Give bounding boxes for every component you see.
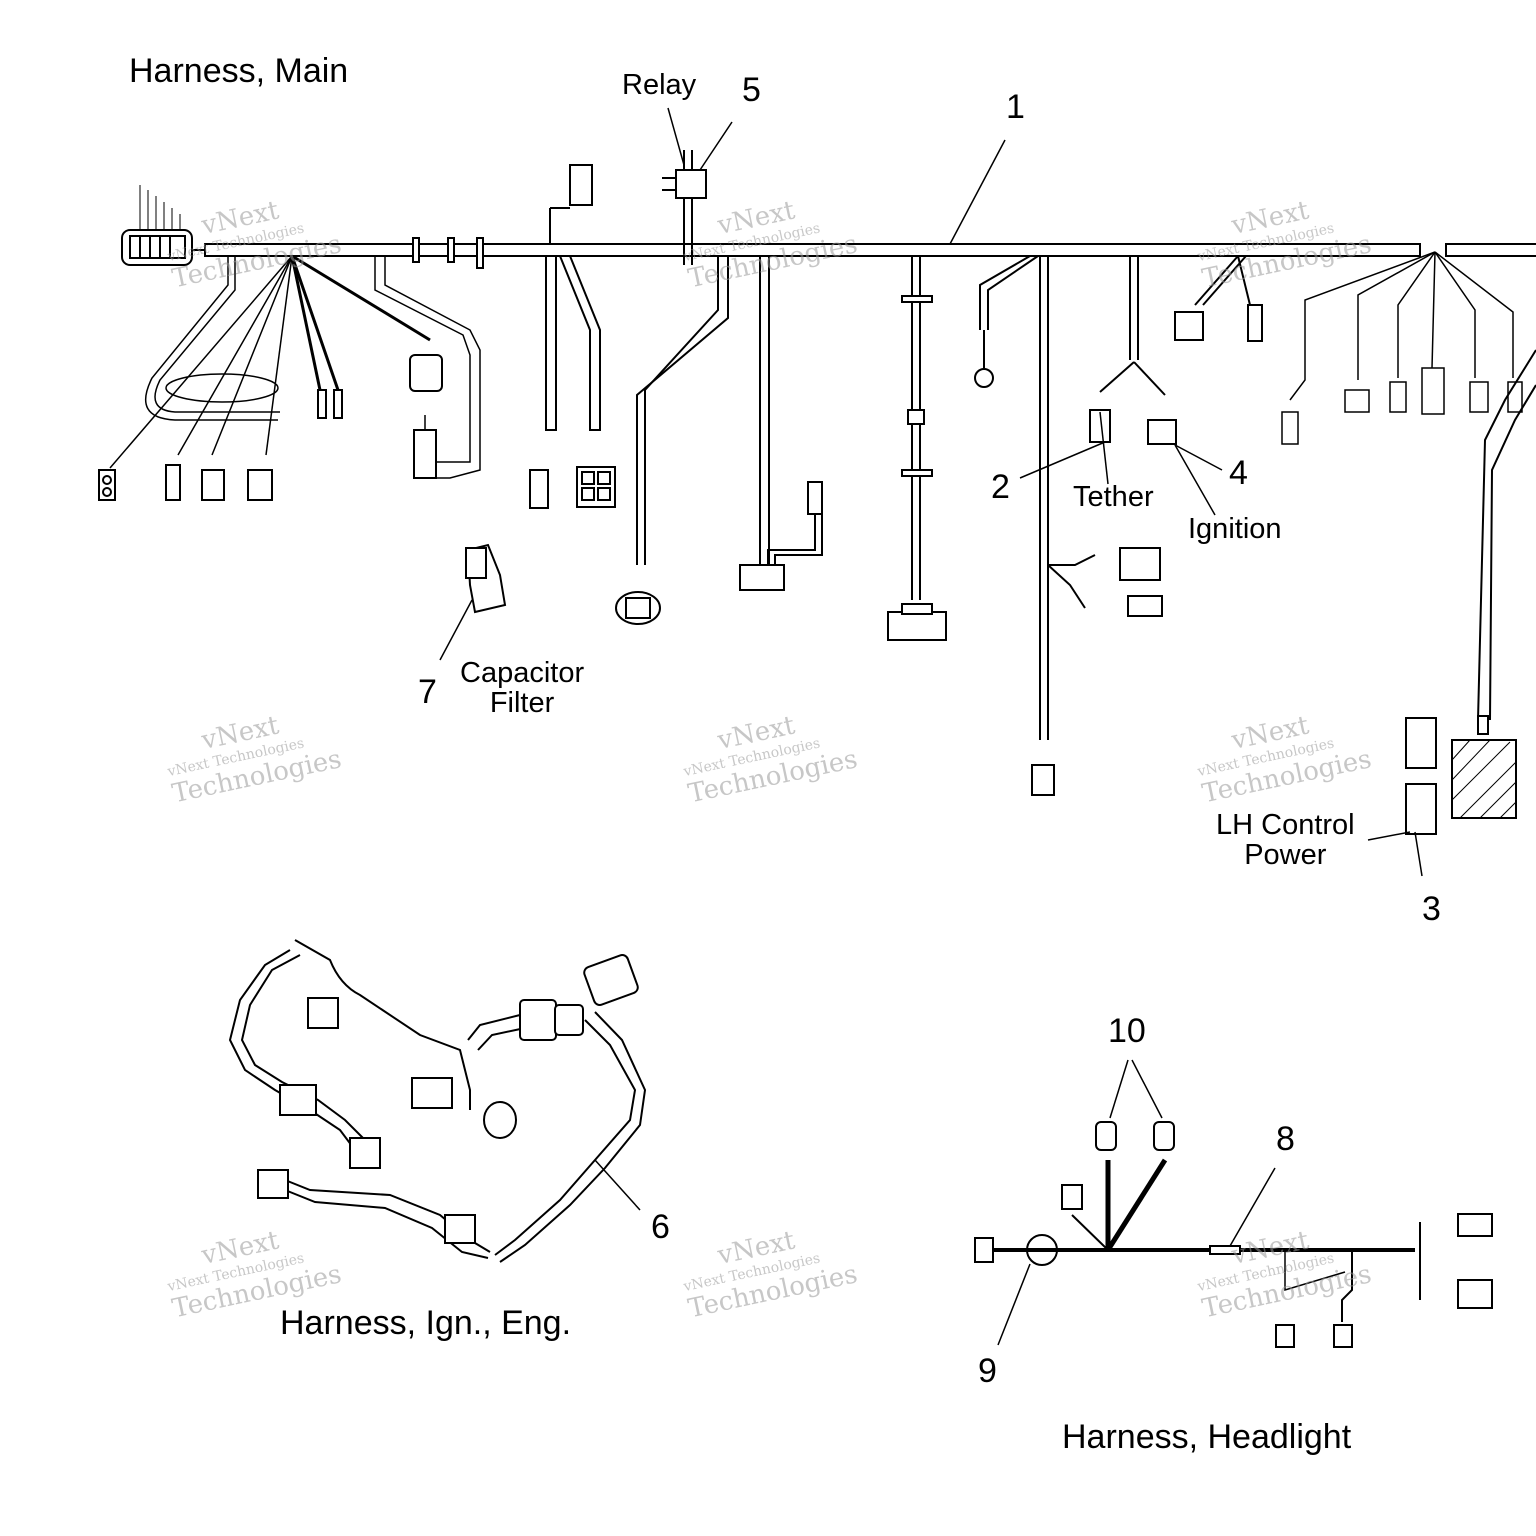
title-harness-headlight: Harness, Headlight (1062, 1418, 1352, 1456)
callout-6: 6 (651, 1208, 670, 1246)
callout-2: 2 (991, 468, 1010, 506)
callout-4: 4 (1229, 454, 1248, 492)
main-harness-trunk (204, 243, 1536, 257)
main-left-connectors (98, 354, 443, 501)
tether-ignition-branch (1019, 256, 1223, 516)
label-lh-control-power: LH Control Power (1216, 809, 1355, 872)
title-harness-main: Harness, Main (129, 52, 349, 90)
branch-round-connector (615, 256, 729, 625)
right-diagonal-branches (1174, 255, 1263, 342)
label-ignition: Ignition (1188, 513, 1282, 545)
label-tether: Tether (1073, 481, 1154, 513)
callout-8: 8 (1276, 1120, 1295, 1158)
capacitor-filter (439, 543, 507, 661)
callout-9: 9 (978, 1352, 997, 1390)
mid-left-branches (529, 255, 616, 509)
ign-eng-harness (228, 939, 647, 1263)
callout-5: 5 (742, 71, 761, 109)
title-harness-ign-eng: Harness, Ign., Eng. (280, 1304, 572, 1342)
callout-10: 10 (1108, 1012, 1146, 1050)
lh-control-power-connectors (1367, 715, 1517, 877)
branch-box-connector (739, 256, 823, 591)
ring-terminal-branch (974, 255, 1039, 388)
main-left-connector (121, 185, 205, 266)
long-vertical-branch (1031, 256, 1163, 796)
top-small-connector (549, 164, 593, 244)
center-vertical-branch (887, 256, 947, 641)
label-capacitor-filter: Capacitor Filter (460, 657, 585, 720)
trunk-clips (412, 237, 484, 269)
main-left-branches (109, 254, 481, 479)
callout-leaders (667, 107, 1006, 245)
label-relay: Relay (622, 69, 697, 101)
callout-3: 3 (1422, 890, 1441, 928)
right-fan-branches (1281, 251, 1536, 721)
relay (662, 150, 707, 265)
headlight-harness (974, 1059, 1493, 1348)
callout-1: 1 (1006, 88, 1025, 126)
callout-7: 7 (418, 673, 437, 711)
